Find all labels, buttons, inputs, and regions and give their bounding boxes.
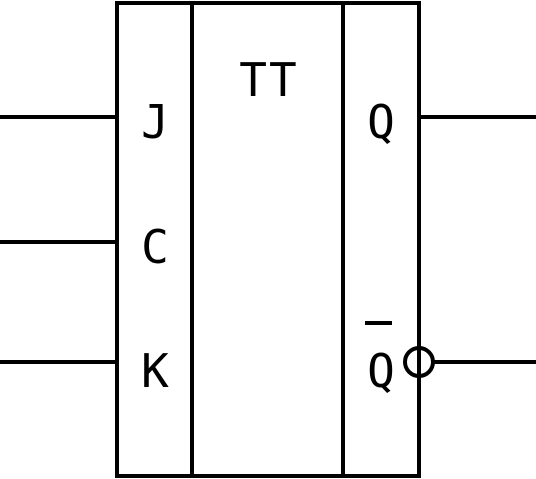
output-label-q-bar: Q <box>367 344 395 398</box>
input-label-k: K <box>141 344 169 398</box>
block-title: TT <box>239 53 298 107</box>
output-label-q: Q <box>367 95 395 149</box>
input-label-j: J <box>141 95 169 149</box>
input-label-c: C <box>141 220 169 274</box>
inversion-bubble <box>403 346 435 378</box>
block-outline <box>115 1 421 478</box>
